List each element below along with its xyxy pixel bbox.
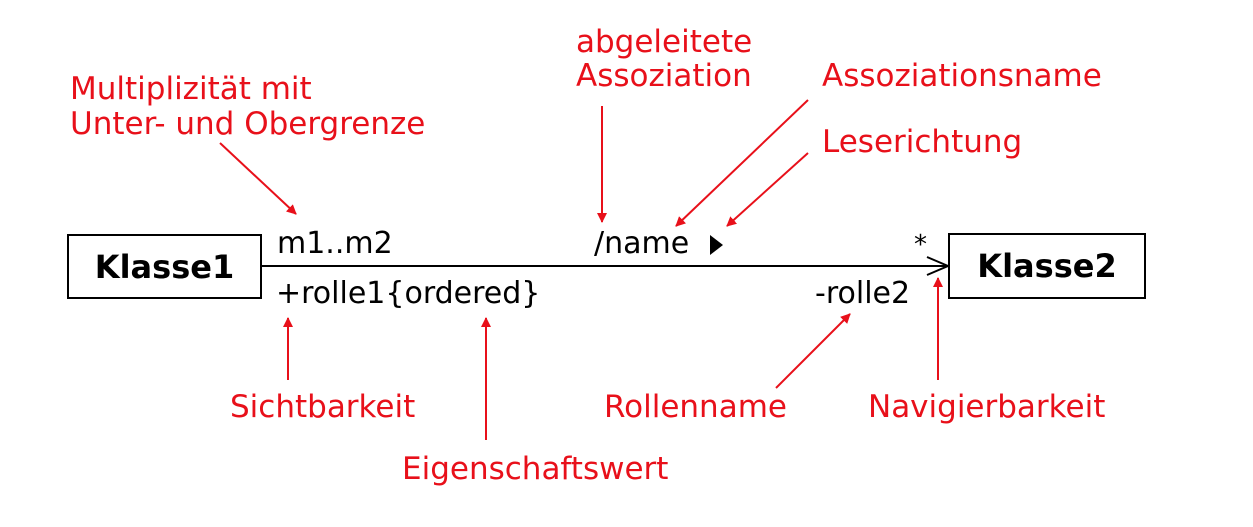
multiplicity-left: m1..m2 — [277, 226, 393, 261]
note-navigability: Navigierbarkeit — [868, 389, 1106, 425]
class-name-left: Klasse1 — [94, 247, 235, 286]
class-name-right: Klasse2 — [977, 247, 1117, 285]
class-box-left: Klasse1 — [67, 234, 262, 299]
pointer-association-name — [675, 99, 809, 227]
note-association-name: Assoziationsname — [822, 58, 1102, 94]
class-box-right: Klasse2 — [948, 233, 1146, 299]
pointer-multiplicity — [219, 142, 297, 215]
note-property-value: Eigenschaftswert — [402, 451, 669, 487]
role-left: +rolle1{ordered} — [276, 276, 541, 311]
note-derived-line2: Assoziation — [576, 58, 752, 94]
association-name: /name — [594, 226, 690, 261]
note-derived-line1: abgeleitete — [576, 24, 753, 60]
note-visibility: Sichtbarkeit — [230, 389, 416, 425]
multiplicity-right: * — [914, 230, 927, 260]
note-multiplicity-line1: Multiplizität mit — [70, 71, 312, 107]
reading-direction-triangle — [710, 235, 723, 255]
role-right: -rolle2 — [815, 276, 911, 311]
note-role-name: Rollenname — [604, 389, 787, 425]
note-reading-direction: Leserichtung — [822, 124, 1023, 160]
pointer-role-name — [775, 313, 851, 389]
note-multiplicity-line2: Unter- und Obergrenze — [70, 106, 426, 142]
pointer-reading-direction — [726, 152, 809, 227]
